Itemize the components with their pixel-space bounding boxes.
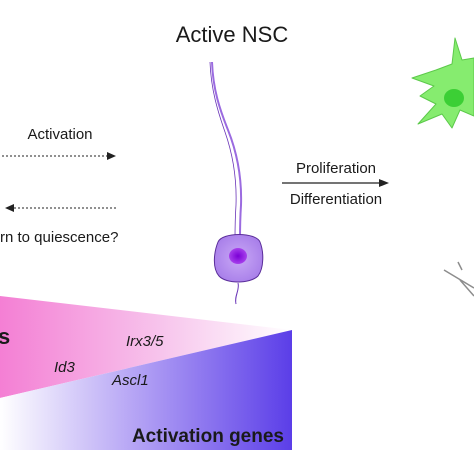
gene-irx3-5: Irx3/5 <box>126 333 164 350</box>
nsc-radial-process <box>211 61 243 241</box>
activation-genes-gradient <box>0 330 292 450</box>
proliferation-label: Proliferation <box>296 160 376 177</box>
gene-ascl1: Ascl1 <box>111 372 149 389</box>
quiescence-genes-label-fragment: s <box>0 324 10 349</box>
activation-arrowhead <box>107 152 116 160</box>
title: Active NSC <box>176 22 289 47</box>
return-label: rn to quiescence? <box>0 229 118 246</box>
gene-id3: Id3 <box>54 359 76 376</box>
neuron-fragment <box>443 261 474 297</box>
quiescence-genes-gradient <box>0 296 292 398</box>
return-arrowhead <box>5 204 14 212</box>
activation-genes-label: Activation genes <box>132 426 284 447</box>
nsc-basal-process <box>235 282 239 305</box>
astrocyte-cell <box>411 37 474 129</box>
nsc-radial-process-edge <box>209 61 237 241</box>
differentiation-label: Differentiation <box>290 191 382 208</box>
activation-label: Activation <box>27 126 92 143</box>
nsc-nucleus <box>229 248 247 264</box>
astrocyte-nucleus <box>444 89 464 107</box>
proliferation-arrowhead <box>379 179 389 187</box>
